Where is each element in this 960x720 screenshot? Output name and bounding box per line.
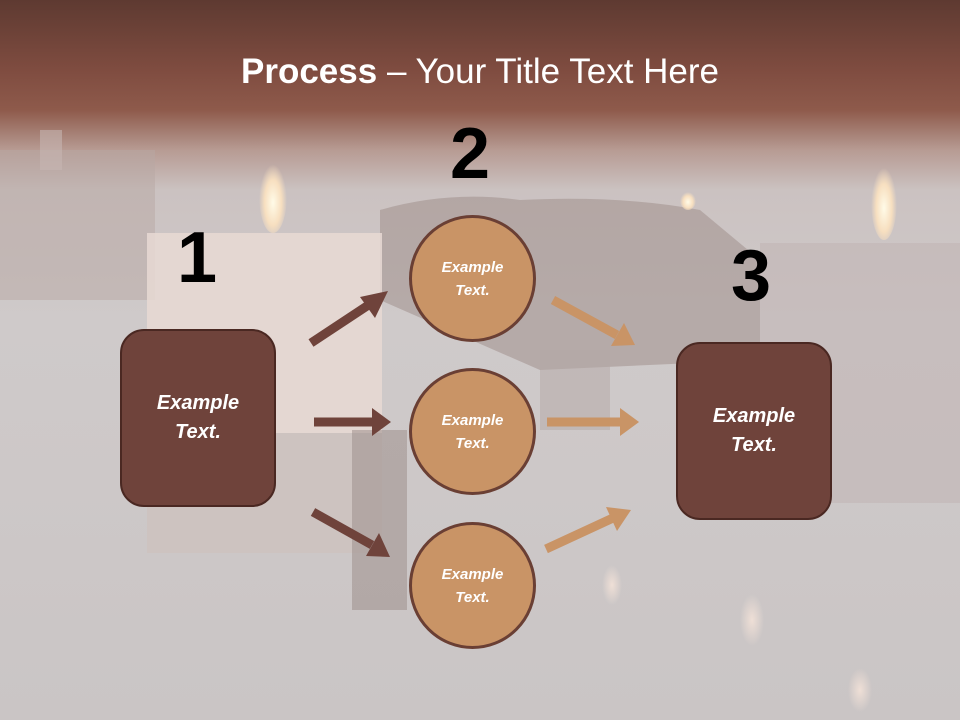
box-text-line2: Text. [175, 421, 221, 443]
box-text-line1: Example [712, 405, 796, 427]
arrow-left-up [308, 291, 388, 347]
circle-text-line2: Text. [455, 281, 490, 299]
circle-text-line2: Text. [455, 588, 490, 606]
circle-text-line1: Example [441, 258, 504, 276]
step-number-2: 2 [450, 114, 491, 194]
box-text-line2: Text. [731, 434, 777, 456]
step-number-1: 1 [177, 218, 218, 298]
arrow-left-middle [314, 408, 391, 436]
arrow-left-down [310, 508, 390, 557]
arrow-right-middle [547, 408, 639, 436]
step-number-3: 3 [731, 236, 772, 316]
box-text-line1: Example [156, 392, 240, 414]
arrow-right-down [550, 296, 635, 346]
circle-text-line1: Example [441, 565, 504, 583]
circle-text-line2: Text. [455, 434, 490, 452]
title-rest: – Your Title Text Here [377, 52, 719, 91]
slide-title: Process – Your Title Text Here [0, 52, 960, 92]
arrow-right-up [544, 507, 631, 554]
circle-text-line1: Example [441, 411, 504, 429]
title-bold: Process [241, 52, 378, 91]
